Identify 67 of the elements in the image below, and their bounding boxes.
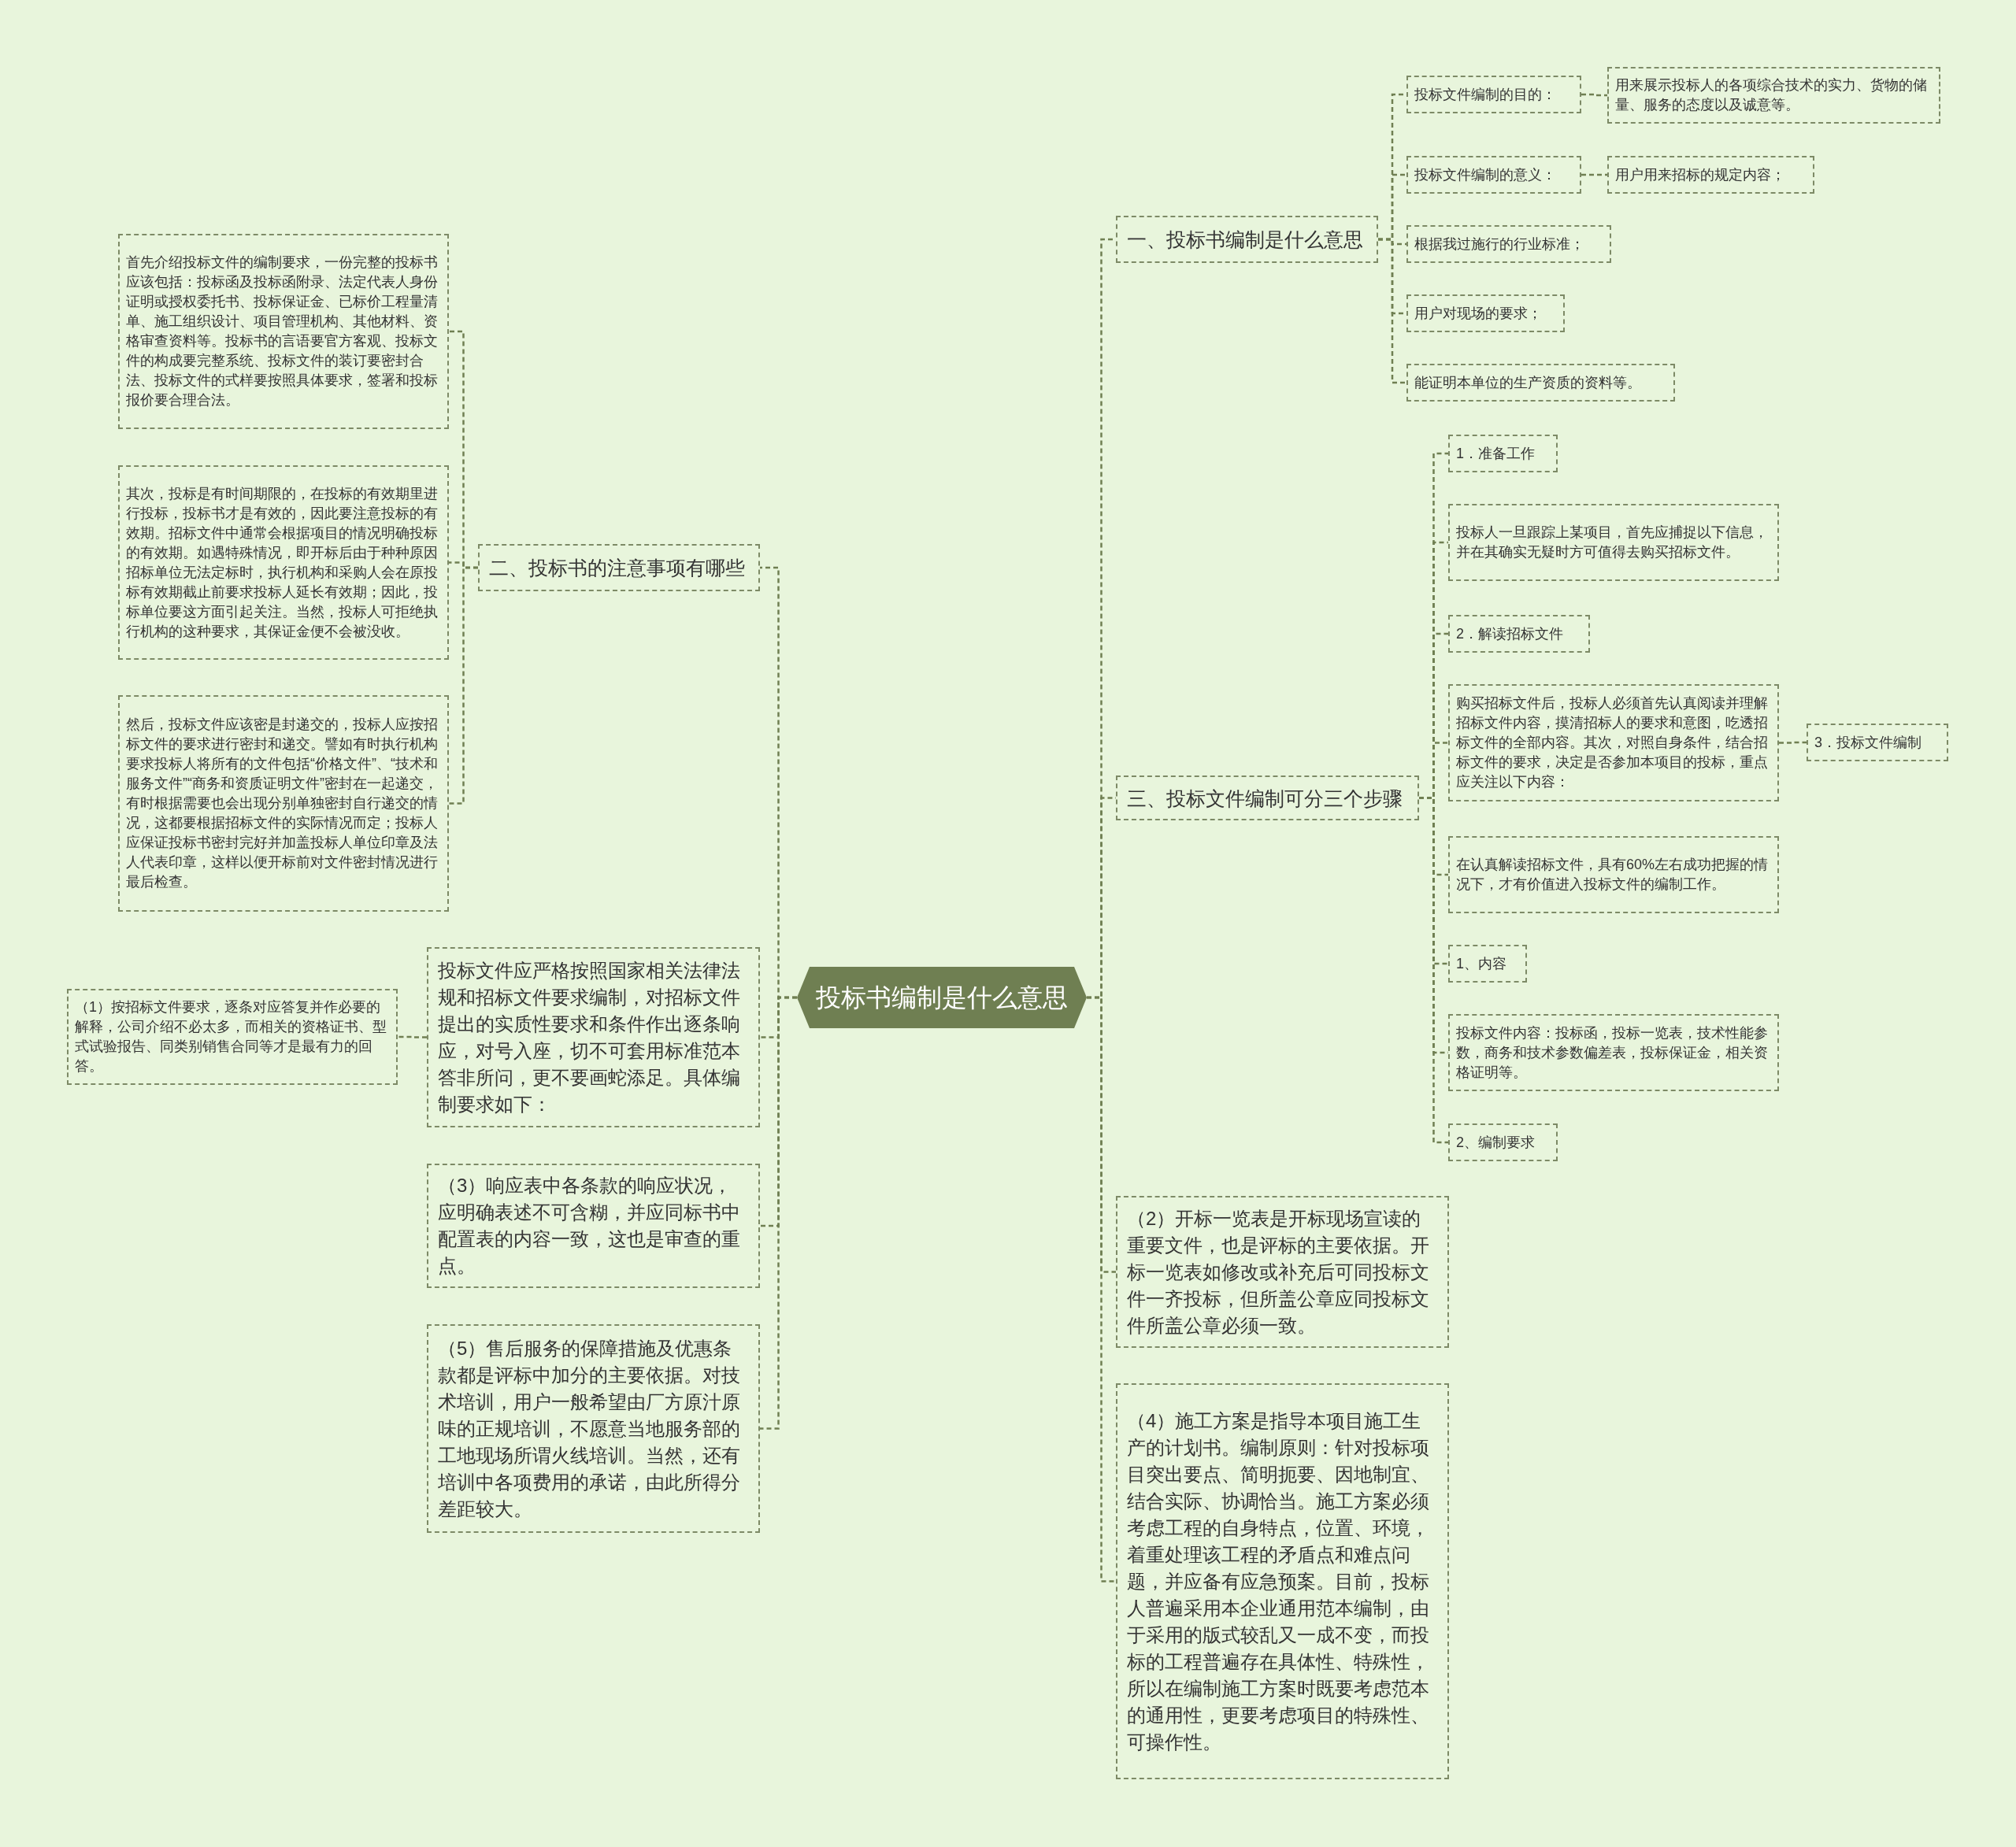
topic-box — [1448, 945, 1527, 983]
connector-line — [398, 1035, 427, 1038]
connector-line — [449, 566, 478, 805]
topic-box — [1448, 615, 1590, 653]
topic-box — [1406, 225, 1611, 263]
topic-box — [1116, 216, 1378, 263]
topic-text: （2）开标一览表是开标现场宣读的重要文件，也是评标的主要依据。开标一览表如修改或补充后可同投标文件一齐投标，但所盖公章应同投标文件所盖公章必须一致。 — [1127, 1206, 1430, 1338]
topic-box — [118, 234, 449, 429]
topic-box — [1116, 1383, 1449, 1779]
topic-text: 3．投标文件编制 — [1814, 733, 1922, 752]
connector-line — [760, 996, 797, 1430]
connector-line — [1378, 238, 1406, 384]
connector-line — [1581, 173, 1607, 176]
topic-text: 2．解读招标文件 — [1456, 624, 1563, 643]
topic-box — [1406, 156, 1581, 194]
topic-box — [1448, 435, 1558, 472]
topic-box — [118, 465, 449, 660]
topic-text: 2、编制要求 — [1456, 1133, 1535, 1152]
topic-text: （5）售后服务的保障措施及优惠条款都是评标中加分的主要依据。对技术培训，用户一般希望由厂方原汁原味的正规培训，不愿意当地服务部的工地现场所谓火线培训。当然，还有培训中各项费用的承诺，由此所得分差距较大。 — [438, 1336, 741, 1521]
topic-box — [478, 544, 760, 591]
topic-text: 1．准备工作 — [1456, 444, 1535, 463]
connector-line — [1087, 996, 1116, 1582]
topic-box — [1607, 156, 1814, 194]
topic-text: 购买招标文件后，投标人必须首先认真阅读并理解招标文件内容，摸清招标人的要求和意图，吃透招标文件的全部内容。其次，对照自身条件，结合招标文件的要求，决定是否参加本项目的投标，重点应关注以下内容： — [1456, 694, 1769, 791]
topic-text: （4）施工方案是指导本项目施工生产的计划书。编制原则：针对投标项目突出要点、简明扼要、因地制宜、结合实际、协调恰当。施工方案必须考虑工程的自身特点，位置、环境，着重处理该工程的矛盾点和难点问题，并应备有应急预案。目前，投标人普遍采用本企业通用范本编制，由于采用的版式较乱又一成不变，而投标的工程普遍存在具体性、特殊性，所以在编制施工方案时既要考虑范本的通用性，更要考虑项目的特殊性、可操作性。 — [1127, 1408, 1430, 1754]
topic-box — [1448, 684, 1779, 801]
topic-box — [1406, 76, 1581, 113]
topic-box — [1607, 67, 1940, 124]
topic-box — [1406, 294, 1565, 332]
topic-box — [118, 695, 449, 912]
topic-text: 三、投标文件编制可分三个步骤 — [1127, 786, 1403, 811]
topic-text: 投标书编制是什么意思 — [816, 983, 1068, 1013]
topic-text: 一、投标书编制是什么意思 — [1127, 228, 1363, 252]
central-topic — [797, 967, 1087, 1028]
topic-text: 1、内容 — [1456, 954, 1506, 973]
topic-text: 二、投标书的注意事项有哪些 — [489, 556, 745, 580]
topic-box — [1448, 836, 1779, 913]
connector-line — [1419, 797, 1448, 1144]
topic-text: 在认真解读招标文件，具有60%左右成功把握的情况下，才有价值进入投标文件的编制工作。 — [1456, 856, 1770, 894]
topic-box — [427, 947, 760, 1127]
topic-text: 用户对现场的要求； — [1414, 304, 1542, 323]
topic-box — [1406, 364, 1675, 402]
topic-text: 其次，投标是有时间期限的，在投标的有效期里进行投标，投标书才是有效的，因此要注意投标的有效期。招标文件中通常会根据项目的情况明确投标的有效期。如遇特殊情况，即开标后由于种种原因招标单位无法定标时，执行机构和采购人会在原投标有效期截止前要求投标人延长有效期；因此，投标单位要这方面引起关注。当然，投标人可拒绝执行机构的这种要求，其保证金便不会被没收。 — [126, 484, 439, 641]
topic-box — [1116, 775, 1419, 820]
topic-box — [1448, 1123, 1558, 1161]
topic-box — [1807, 724, 1948, 761]
topic-box — [67, 989, 398, 1085]
topic-box — [427, 1164, 760, 1288]
topic-text: 用户用来招标的规定内容； — [1615, 165, 1785, 184]
topic-text: 能证明本单位的生产资质的资料等。 — [1414, 373, 1641, 392]
topic-text: （1）按招标文件要求，逐条对应答复并作必要的解释，公司介绍不必太多，而相关的资格证书、型式试验报告、同类别销售合同等才是最有力的回答。 — [75, 998, 387, 1075]
topic-box — [1448, 1014, 1779, 1091]
topic-text: 投标文件应严格按照国家相关法律法规和招标文件要求编制，对招标文件提出的实质性要求和条件作出逐条响应，对号入座，切不可套用标准范本答非所问，更不要画蛇添足。具体编制要求如下： — [438, 958, 741, 1116]
topic-box — [427, 1324, 760, 1533]
topic-text: 首先介绍投标文件的编制要求，一份完整的投标书应该包括：投标函及投标函附录、法定代表人身份证明或授权委托书、投标保证金、已标价工程量清单、施工组织设计、项目管理机构、其他材料、资格审查资料等。投标书的言语要官方客观、投标文件的构成要完整系统、投标文件的装订要密封合法、投标文件的式样要按照具体要求，签署和投标报价要合理合法。 — [126, 254, 439, 409]
topic-text: 然后，投标文件应该密是封递交的，投标人应按招标文件的要求进行密封和递交。譬如有时执行机构要求投标人将所有的文件包括“价格文件”、“技术和服务文件”“商务和资质证明文件”密封在一起递交，有时根据需要也会出现分别单独密封自行递交的情况，这都要根据招标文件的实际情况而定；投标人应保证投标书密封完好并加盖投标人单位印章及法人代表印章，这样以便开标前对文件密封情况进行最后检查。 — [126, 716, 439, 891]
connector-line — [1779, 741, 1807, 744]
topic-text: 投标文件编制的意义： — [1414, 165, 1556, 184]
topic-box — [1116, 1196, 1449, 1348]
connector-line — [1581, 93, 1607, 97]
topic-text: 用来展示投标人的各项综合技术的实力、货物的储量、服务的态度以及诚意等。 — [1615, 76, 1928, 114]
topic-text: （3）响应表中各条款的响应状况，应明确表述不可含糊，并应同标书中配置表的内容一致，这也是审查的重点。 — [438, 1174, 741, 1278]
topic-text: 投标文件内容：投标函，投标一览表，技术性能参数，商务和技术参数偏差表，投标保证金，相关资格证明等。 — [1456, 1023, 1769, 1082]
topic-text: 投标文件编制的目的： — [1414, 85, 1556, 104]
topic-text: 投标人一旦跟踪上某项目，首先应捕捉以下信息，并在其确实无疑时方可值得去购买招标文件。 — [1456, 524, 1769, 561]
topic-text: 根据我过施行的行业标准； — [1414, 235, 1584, 254]
topic-box — [1448, 504, 1779, 581]
